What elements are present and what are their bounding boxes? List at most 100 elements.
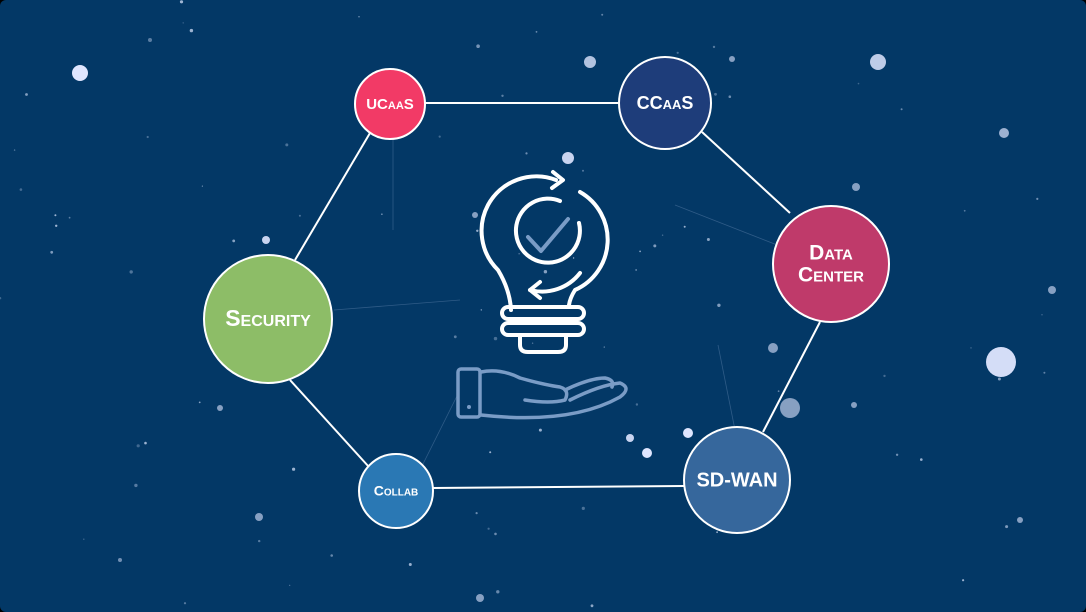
star	[642, 448, 652, 458]
star	[712, 45, 716, 49]
star	[895, 453, 899, 456]
star	[13, 149, 16, 151]
star	[676, 51, 679, 54]
star	[997, 377, 1001, 381]
star	[129, 270, 133, 274]
star	[717, 303, 721, 307]
star	[408, 563, 412, 566]
star	[144, 441, 147, 445]
star	[496, 590, 500, 594]
star	[68, 216, 71, 219]
star	[635, 269, 637, 271]
star	[493, 336, 498, 341]
star	[285, 143, 289, 147]
star	[1041, 314, 1043, 316]
star	[870, 54, 886, 70]
star	[217, 405, 223, 411]
star	[970, 347, 972, 349]
star	[489, 451, 492, 454]
star	[258, 539, 261, 543]
edge-ccaas-datacenter	[701, 131, 791, 214]
star	[635, 403, 639, 406]
star	[292, 467, 296, 471]
star	[183, 602, 187, 605]
star	[851, 402, 857, 408]
node-label: SD-WAN	[696, 469, 777, 491]
star	[986, 347, 1016, 377]
star	[962, 579, 965, 582]
star	[0, 297, 2, 300]
star	[1017, 517, 1023, 523]
star	[83, 538, 85, 540]
star	[999, 128, 1009, 138]
star	[55, 224, 58, 227]
node-label: UCaaS	[366, 96, 414, 113]
star	[581, 506, 585, 510]
edge-collab-security	[289, 379, 370, 468]
star	[381, 213, 383, 215]
check-mark-icon	[526, 217, 570, 253]
star	[603, 346, 605, 348]
star	[262, 236, 270, 244]
star	[487, 527, 490, 530]
star	[189, 28, 194, 33]
star	[706, 238, 710, 241]
star	[501, 94, 504, 98]
star	[472, 212, 478, 218]
star	[900, 108, 903, 111]
star	[852, 183, 860, 191]
star	[146, 135, 149, 139]
star	[590, 604, 594, 608]
star	[480, 309, 482, 311]
star	[25, 93, 28, 96]
star	[494, 532, 497, 536]
star	[653, 244, 657, 248]
star	[728, 95, 732, 98]
star	[72, 65, 88, 81]
star	[572, 257, 575, 259]
star	[716, 531, 718, 534]
star	[683, 428, 693, 438]
connector-lines	[289, 102, 821, 489]
star	[661, 234, 664, 236]
star	[883, 374, 886, 378]
star	[639, 250, 641, 253]
node-label-line2: Center	[798, 264, 864, 287]
star	[19, 188, 23, 191]
node-sd-wan[interactable]: SD-WAN	[683, 426, 791, 534]
star	[476, 229, 479, 232]
node-label: Collab	[374, 483, 419, 499]
star	[626, 434, 634, 442]
star	[179, 0, 184, 4]
star	[1048, 286, 1056, 294]
node-ucaas[interactable]: UCaaS	[354, 68, 426, 140]
star	[1043, 371, 1046, 374]
star	[182, 22, 184, 24]
open-hand-icon	[456, 367, 628, 420]
edge-security-ucaas	[294, 132, 371, 261]
star	[531, 342, 534, 344]
node-ccaas[interactable]: CCaaS	[618, 56, 712, 150]
star	[857, 82, 860, 85]
lightbulb-refresh-check-icon	[479, 170, 610, 354]
star	[584, 56, 596, 68]
node-label: Security	[225, 305, 311, 331]
node-data-center[interactable]: Data Center	[772, 205, 890, 323]
star	[476, 594, 484, 602]
star	[582, 169, 584, 172]
star	[198, 401, 201, 404]
star	[50, 250, 54, 254]
node-security[interactable]: Security	[203, 254, 333, 384]
star	[148, 38, 152, 42]
star	[232, 239, 236, 243]
star	[54, 214, 57, 217]
star	[963, 209, 966, 212]
star	[518, 253, 520, 255]
star	[714, 92, 717, 96]
star	[780, 398, 800, 418]
node-collab[interactable]: Collab	[358, 453, 434, 529]
star	[1036, 197, 1039, 200]
star	[538, 428, 542, 432]
star	[920, 458, 923, 461]
